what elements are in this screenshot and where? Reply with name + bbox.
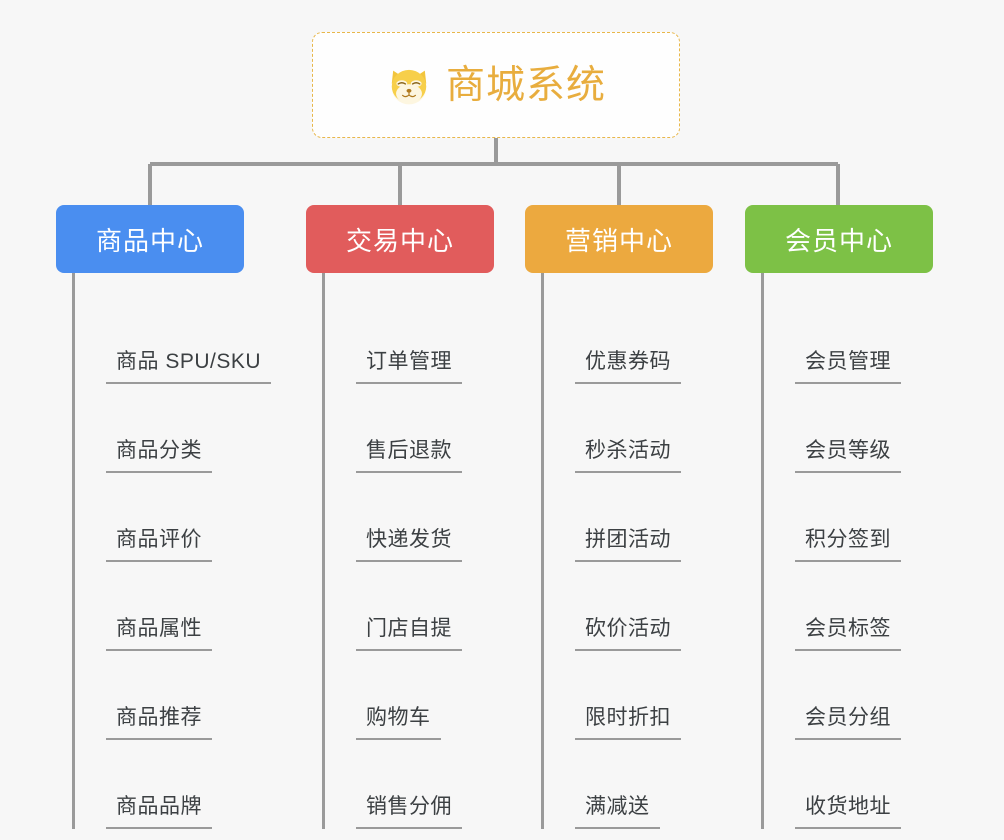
leaf-label: 快递发货 [356,523,462,562]
leaf-item[interactable]: 销售分佣 [326,740,494,829]
leaf-item[interactable]: 会员等级 [765,384,933,473]
leaf-item[interactable]: 商品 SPU/SKU [76,295,272,384]
leaf-item[interactable]: 收货地址 [765,740,933,829]
branch-head-label: 交易中心 [345,225,454,256]
leaf-label: 订单管理 [356,345,462,384]
root-node[interactable]: 商城系统 [312,32,680,138]
leaf-label: 拼团活动 [575,523,681,562]
branch-column-member: 会员中心 会员管理 会员等级 积分签到 会员标签 会员分组 收货地址 [745,205,933,829]
leaf-item[interactable]: 秒杀活动 [545,384,713,473]
leaf-label: 会员分组 [795,701,901,740]
leaf-item[interactable]: 积分签到 [765,473,933,562]
leaf-label: 购物车 [356,701,441,740]
leaf-item[interactable]: 商品分类 [76,384,244,473]
leaf-item[interactable]: 商品评价 [76,473,244,562]
leaf-item[interactable]: 砍价活动 [545,562,713,651]
root-title: 商城系统 [445,63,606,107]
leaf-item[interactable]: 会员管理 [765,295,933,384]
leaf-item[interactable]: 拼团活动 [545,473,713,562]
branch-column-marketing: 营销中心 优惠券码 秒杀活动 拼团活动 砍价活动 限时折扣 满减送 [525,205,713,829]
branch-column-trade: 交易中心 订单管理 售后退款 快递发货 门店自提 购物车 销售分佣 [306,205,494,829]
leaf-label: 砍价活动 [575,612,681,651]
shiba-dog-face-icon [391,69,427,105]
leaf-label: 商品 SPU/SKU [106,345,272,384]
leaf-item[interactable]: 商品推荐 [76,651,244,740]
leaf-item[interactable]: 快递发货 [326,473,494,562]
leaf-item[interactable]: 售后退款 [326,384,494,473]
leaf-label: 售后退款 [356,434,462,473]
branch-head-member[interactable]: 会员中心 [745,205,933,273]
leaf-label: 收货地址 [795,790,901,829]
leaf-item[interactable]: 满减送 [545,740,713,829]
leaf-item[interactable]: 商品品牌 [76,740,244,829]
leaf-label: 优惠券码 [575,345,681,384]
leaf-item[interactable]: 会员标签 [765,562,933,651]
leaf-item[interactable]: 门店自提 [326,562,494,651]
leaf-label: 商品属性 [106,612,212,651]
branch-children-member: 会员管理 会员等级 积分签到 会员标签 会员分组 收货地址 [761,273,933,829]
leaf-item[interactable]: 商品属性 [76,562,244,651]
branch-column-product: 商品中心 商品 SPU/SKU 商品分类 商品评价 商品属性 商品推荐 商品品牌 [56,205,272,829]
branch-head-label: 营销中心 [564,225,673,256]
leaf-label: 积分签到 [795,523,901,562]
leaf-item[interactable]: 购物车 [326,651,494,740]
branch-head-trade[interactable]: 交易中心 [306,205,494,273]
branch-head-product[interactable]: 商品中心 [56,205,244,273]
branch-head-label: 会员中心 [784,225,893,256]
leaf-label: 商品推荐 [106,701,212,740]
leaf-label: 会员标签 [795,612,901,651]
leaf-item[interactable]: 订单管理 [326,295,494,384]
branch-children-trade: 订单管理 售后退款 快递发货 门店自提 购物车 销售分佣 [322,273,494,829]
leaf-label: 销售分佣 [356,790,462,829]
leaf-item[interactable]: 限时折扣 [545,651,713,740]
branch-children-product: 商品 SPU/SKU 商品分类 商品评价 商品属性 商品推荐 商品品牌 [72,273,272,829]
branch-head-marketing[interactable]: 营销中心 [525,205,713,273]
branch-children-marketing: 优惠券码 秒杀活动 拼团活动 砍价活动 限时折扣 满减送 [541,273,713,829]
leaf-label: 商品分类 [106,434,212,473]
leaf-item[interactable]: 会员分组 [765,651,933,740]
leaf-label: 秒杀活动 [575,434,681,473]
leaf-label: 限时折扣 [575,701,681,740]
leaf-label: 会员管理 [795,345,901,384]
leaf-label: 商品评价 [106,523,212,562]
leaf-label: 商品品牌 [106,790,212,829]
branch-head-label: 商品中心 [95,225,204,256]
leaf-label: 会员等级 [795,434,901,473]
leaf-label: 门店自提 [356,612,462,651]
leaf-item[interactable]: 优惠券码 [545,295,713,384]
leaf-label: 满减送 [575,790,660,829]
